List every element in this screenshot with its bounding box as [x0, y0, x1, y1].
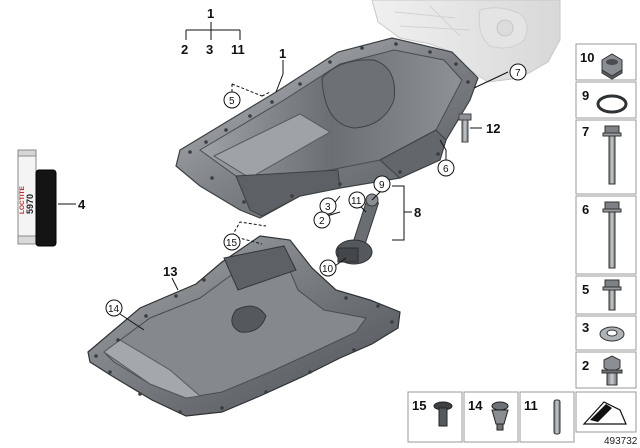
hex-nut-icon — [601, 53, 623, 80]
callout-5: 5 — [229, 96, 235, 107]
bottom-panel-num-15: 15 — [412, 398, 426, 413]
bolt-flange-icon — [602, 279, 622, 311]
bottom-panel-num-14: 14 — [468, 398, 483, 413]
callouts: 1 2 3 11 1 5 7 12 6 3 2 9 11 8 10 15 13 … — [78, 6, 527, 317]
callout-tree-b: 3 — [206, 42, 213, 57]
callout-upper-pan: 1 — [279, 46, 286, 61]
callout-15: 15 — [226, 238, 238, 249]
side-panel-num-10: 10 — [580, 50, 594, 65]
callout-6: 6 — [443, 164, 449, 175]
callout-circle-7 — [509, 63, 527, 81]
bolt-long-icon — [602, 201, 622, 269]
side-panel-num-2: 2 — [582, 358, 589, 373]
side-panel-num-5: 5 — [582, 282, 589, 297]
side-panel-num-3: 3 — [582, 320, 589, 335]
side-parts-panel: 10 9 7 6 5 3 2 — [575, 43, 637, 389]
panel-box-11 — [519, 391, 575, 443]
callout-tree-a: 2 — [181, 42, 188, 57]
callout-9: 9 — [379, 180, 385, 191]
bolt-short-icon — [602, 125, 622, 185]
callout-11: 11 — [351, 196, 362, 207]
drain-plug-icon — [601, 355, 623, 386]
leader-lines — [58, 22, 509, 331]
callout-4: 4 — [78, 197, 86, 212]
washer-icon — [599, 326, 625, 342]
upper-oil-pan — [175, 37, 479, 219]
expansion-rivet-icon — [433, 401, 453, 427]
callout-10: 10 — [322, 264, 334, 275]
callout-circle-15 — [223, 233, 241, 251]
stud-icon — [553, 399, 561, 435]
sealing-ring-icon — [596, 94, 628, 114]
callout-13: 13 — [163, 264, 177, 279]
callout-circle-9 — [373, 175, 391, 193]
bolt-part-12 — [458, 113, 472, 143]
callout-3: 3 — [325, 202, 331, 213]
callout-7: 7 — [515, 68, 521, 79]
callout-tree-c: 11 — [231, 42, 245, 57]
callout-circle-14 — [105, 299, 123, 317]
transmission-housing — [371, 0, 561, 83]
arrow-symbol-icon — [582, 401, 627, 425]
callout-circle-10 — [319, 259, 337, 277]
callout-12: 12 — [486, 121, 500, 136]
lower-oil-pan — [87, 235, 401, 417]
callout-circle-2 — [313, 211, 331, 229]
panel-box-10 — [575, 43, 637, 81]
sealant-label-brand: LOCTITE — [19, 186, 26, 214]
clip-icon — [491, 401, 509, 431]
panel-box-15 — [407, 391, 463, 443]
sealant-tube: LOCTITE 5970 — [17, 149, 57, 247]
callout-tree-top: 1 — [207, 6, 214, 21]
callout-8: 8 — [414, 205, 421, 220]
panel-box-7 — [575, 119, 637, 195]
diagram-id: 493732 — [604, 436, 638, 447]
bottom-panel-num-11: 11 — [524, 398, 538, 413]
callout-14: 14 — [108, 304, 120, 315]
callout-circle-6 — [437, 159, 455, 177]
sealant-label-code: 5970 — [25, 194, 35, 214]
bottom-parts-panel: 15 14 11 — [407, 391, 637, 443]
panel-box-14 — [463, 391, 519, 443]
oil-level-sensor — [335, 193, 380, 265]
side-panel-num-6: 6 — [582, 202, 589, 217]
callout-circle-5 — [223, 91, 241, 109]
side-panel-num-7: 7 — [582, 124, 589, 139]
callout-2: 2 — [319, 216, 325, 227]
side-panel-num-9: 9 — [582, 88, 589, 103]
callout-circle-11 — [348, 191, 366, 209]
